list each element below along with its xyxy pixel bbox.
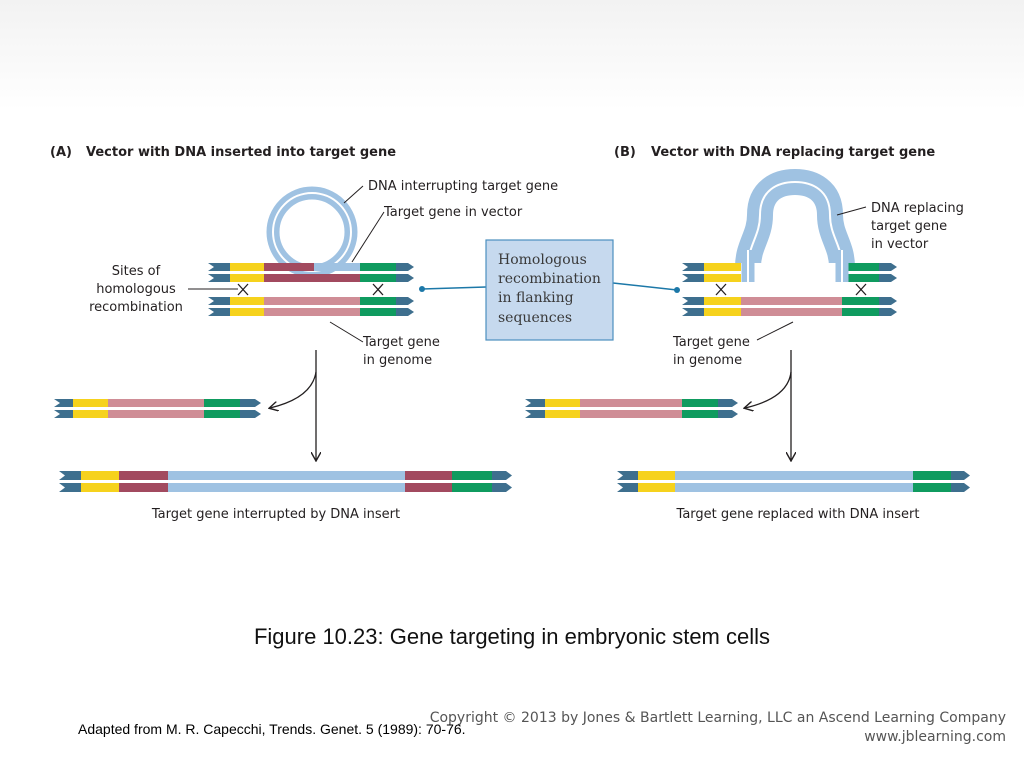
label-replacing-line2: target gene [871, 219, 947, 234]
panel-b-title: Vector with DNA replacing target gene [651, 145, 935, 160]
figure-caption: Figure 10.23: Gene targeting in embryoni… [253, 624, 771, 649]
center-box-frame [485, 239, 614, 341]
label-genome-b-line1: Target gene [672, 335, 750, 350]
panel-a-letter: (A) [50, 145, 72, 160]
label-replacing-line1: DNA replacing [871, 201, 964, 216]
label-replacing-line3: in vector [871, 237, 929, 252]
leader-lines-b [756, 206, 867, 341]
leader-lines-a [188, 185, 385, 343]
panel-b-letter: (B) [614, 145, 636, 160]
genome-dna-b [682, 297, 897, 316]
panel-a: (A) Vector with DNA inserted into target… [50, 145, 558, 522]
genome-dna-a [208, 297, 414, 316]
result-label-a: Target gene interrupted by DNA insert [151, 507, 400, 522]
excised-dna-a [54, 399, 261, 418]
center-box-line4: sequences [498, 310, 572, 326]
result-dna-b [617, 471, 970, 492]
result-label-b: Target gene replaced with DNA insert [676, 507, 920, 522]
copyright-url: www.jblearning.com [864, 729, 1006, 745]
source-citation: Adapted from M. R. Capecchi, Trends. Gen… [78, 721, 466, 737]
arrows-b [745, 350, 791, 460]
label-sites-line1: Sites of [112, 264, 161, 279]
copyright-notice: Copyright © 2013 by Jones & Bartlett Lea… [430, 709, 1006, 747]
label-sites-line3: recombination [89, 300, 183, 315]
center-box: Homologous recombination in flanking seq… [419, 239, 680, 341]
excised-dna-b [525, 399, 738, 418]
label-target-in-vector: Target gene in vector [383, 205, 523, 220]
label-genome-a-line2: in genome [363, 353, 432, 368]
result-dna-a [59, 471, 512, 492]
center-box-line3: in flanking [498, 290, 574, 306]
vector-dna-b [682, 263, 897, 282]
label-genome-a-line1: Target gene [362, 335, 440, 350]
vector-loop-gap [272, 192, 352, 272]
label-dna-interrupting: DNA interrupting target gene [368, 179, 558, 194]
center-box-line2: recombination [498, 271, 601, 287]
copyright-line1: Copyright © 2013 by Jones & Bartlett Lea… [429, 710, 1006, 726]
crossover-marks-b [715, 283, 867, 296]
crossover-marks-a [237, 283, 384, 296]
replacement-loop-gap [747, 180, 843, 268]
panel-b: (B) Vector with DNA replacing target gen… [525, 145, 970, 522]
label-sites-line2: homologous [96, 282, 176, 297]
arrows-a [270, 350, 316, 460]
replacement-loop [735, 168, 855, 268]
vector-dna-a [208, 263, 414, 282]
center-box-line1: Homologous [498, 252, 587, 268]
label-genome-b-line2: in genome [673, 353, 742, 368]
panel-a-title: Vector with DNA inserted into target gen… [86, 145, 396, 160]
